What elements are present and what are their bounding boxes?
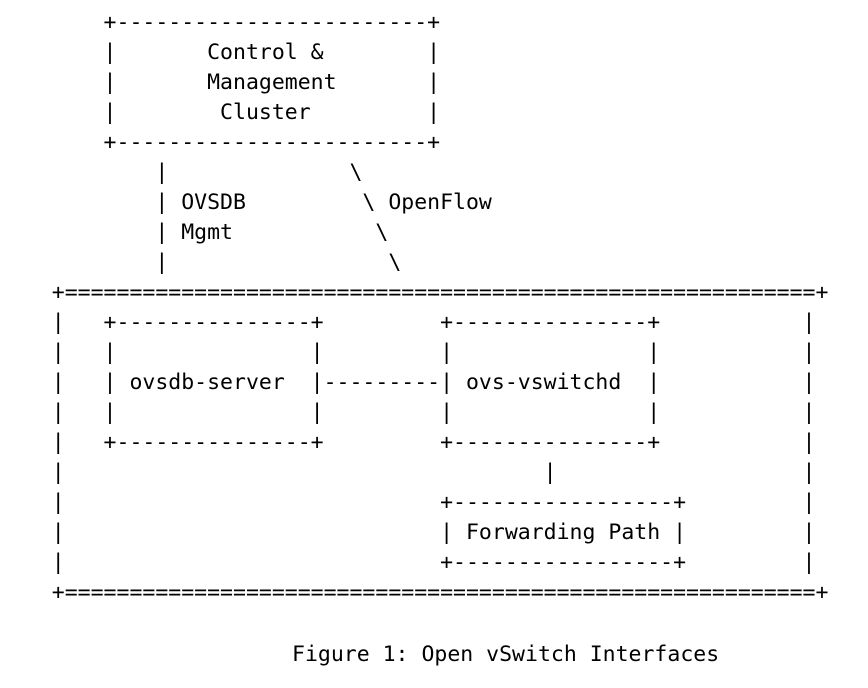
figure-caption-text: Figure 1: Open vSwitch Interfaces: [292, 642, 720, 667]
ascii-art-diagram: +------------------------+ | Control & |…: [51, 10, 829, 605]
figure-caption: Figure 1: Open vSwitch Interfaces: [0, 640, 719, 670]
